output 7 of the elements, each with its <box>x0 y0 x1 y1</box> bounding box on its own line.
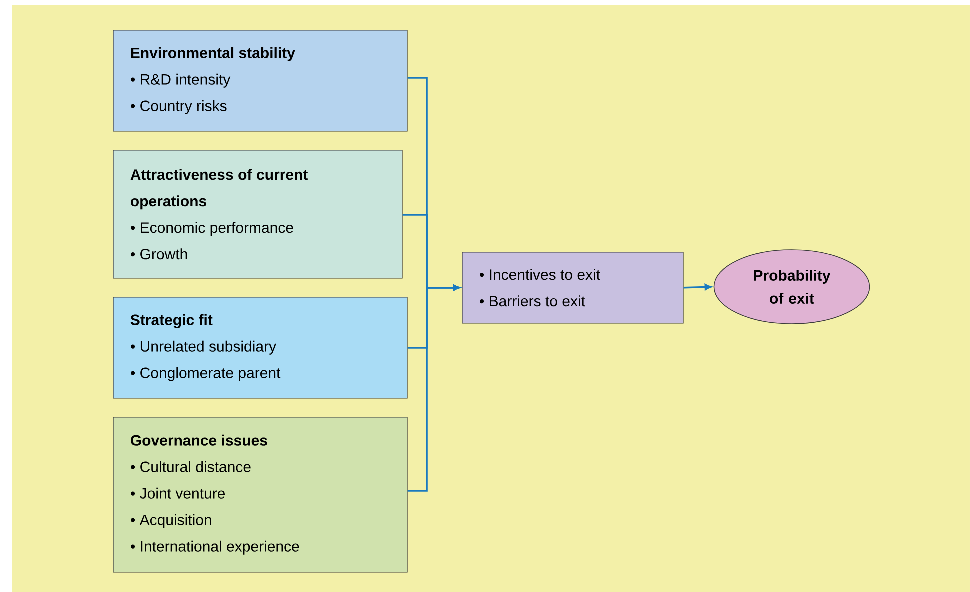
connector-arrow <box>408 284 460 492</box>
factor-box: Environmental stability • R&D intensity • Country risks <box>113 30 408 132</box>
factor-box: Strategic fit • Unrelated subsidiary • Conglomerate parent <box>113 297 408 399</box>
connector-arrow <box>684 284 712 290</box>
factor-box: Governance issues • Cultural distance • Joint venture • Acquisition • International experience <box>113 417 408 573</box>
factor-box: Attractiveness of current operations • Economic performance • Growth <box>113 150 403 279</box>
process-box: • Incentives to exit • Barriers to exit <box>462 252 684 324</box>
